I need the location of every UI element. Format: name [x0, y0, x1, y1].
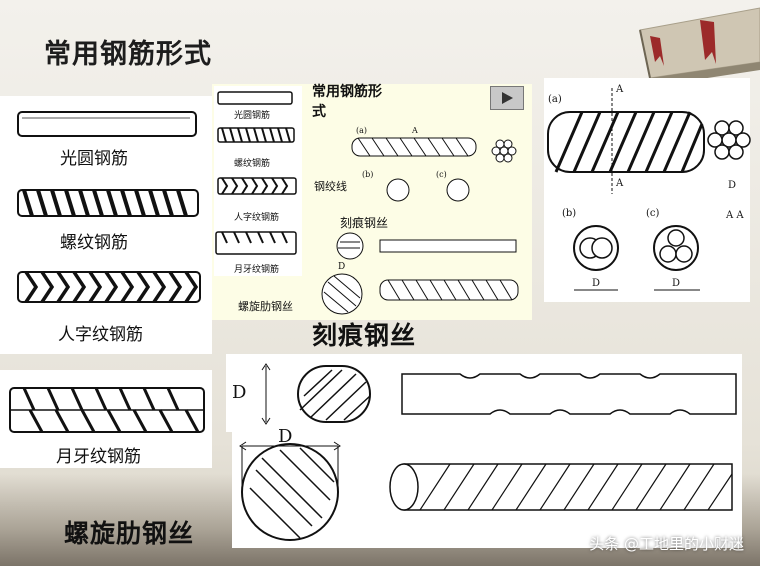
plain-round-rebar-drawing [17, 111, 197, 137]
right-mark-aa: A A [726, 210, 744, 221]
embedded-mark-d: D [338, 262, 346, 272]
embedded-fig-b: (b) [362, 170, 374, 179]
right-mark-d1: D [728, 180, 737, 191]
indented-wire-caption: 刻痕钢丝 [312, 321, 417, 350]
herringbone-rebar-drawing [17, 271, 201, 303]
strand-label: 钢绞线 [314, 180, 347, 193]
watermark: 头条 @工地里的小财迷 [589, 535, 744, 553]
thumb-plain-label: 光圆钢筋 [234, 111, 271, 121]
plain-round-rebar-label: 光圆钢筋 [60, 149, 128, 169]
right-mark-a-bottom: A [616, 178, 624, 189]
right-fig-b: (b) [562, 208, 577, 219]
embedded-mark-a: A [412, 126, 418, 135]
dimension-d-horizontal: D [278, 426, 293, 447]
rebar-types-panel [0, 96, 212, 354]
right-fig-a: (a) [548, 94, 562, 105]
thumb-crescent-label: 月牙纹钢筋 [234, 265, 280, 275]
thumb-threaded-label: 螺纹钢筋 [234, 159, 271, 169]
herringbone-rebar-label: 人字纹钢筋 [58, 325, 143, 345]
spiral-rib-caption: 螺旋肋钢丝 [64, 519, 195, 548]
play-icon [502, 92, 513, 104]
crescent-rebar-drawing [9, 387, 205, 433]
threaded-rebar-drawing [17, 189, 199, 217]
embedded-fig-a: (a) [356, 126, 368, 135]
threaded-rebar-label: 螺纹钢筋 [60, 233, 128, 253]
embedded-fig-c: (c) [436, 170, 447, 179]
indented-wire-small-label: 刻痕钢丝 [340, 216, 389, 230]
right-fig-c: (c) [646, 208, 660, 219]
right-mark-d2: D [592, 278, 601, 289]
spiral-rib-small-label: 螺旋肋钢丝 [238, 300, 293, 313]
thumb-herring-label: 人字纹钢筋 [234, 213, 280, 223]
crescent-rebar-label: 月牙纹钢筋 [56, 447, 141, 467]
embedded-slide-header: 常用钢筋形 式 [312, 84, 382, 120]
page-title: 常用钢筋形式 [44, 39, 212, 70]
dimension-d-vertical: D [232, 382, 247, 403]
right-mark-a-top: A [616, 84, 624, 95]
embedded-play-button[interactable] [490, 86, 524, 110]
right-mark-d3: D [672, 278, 681, 289]
